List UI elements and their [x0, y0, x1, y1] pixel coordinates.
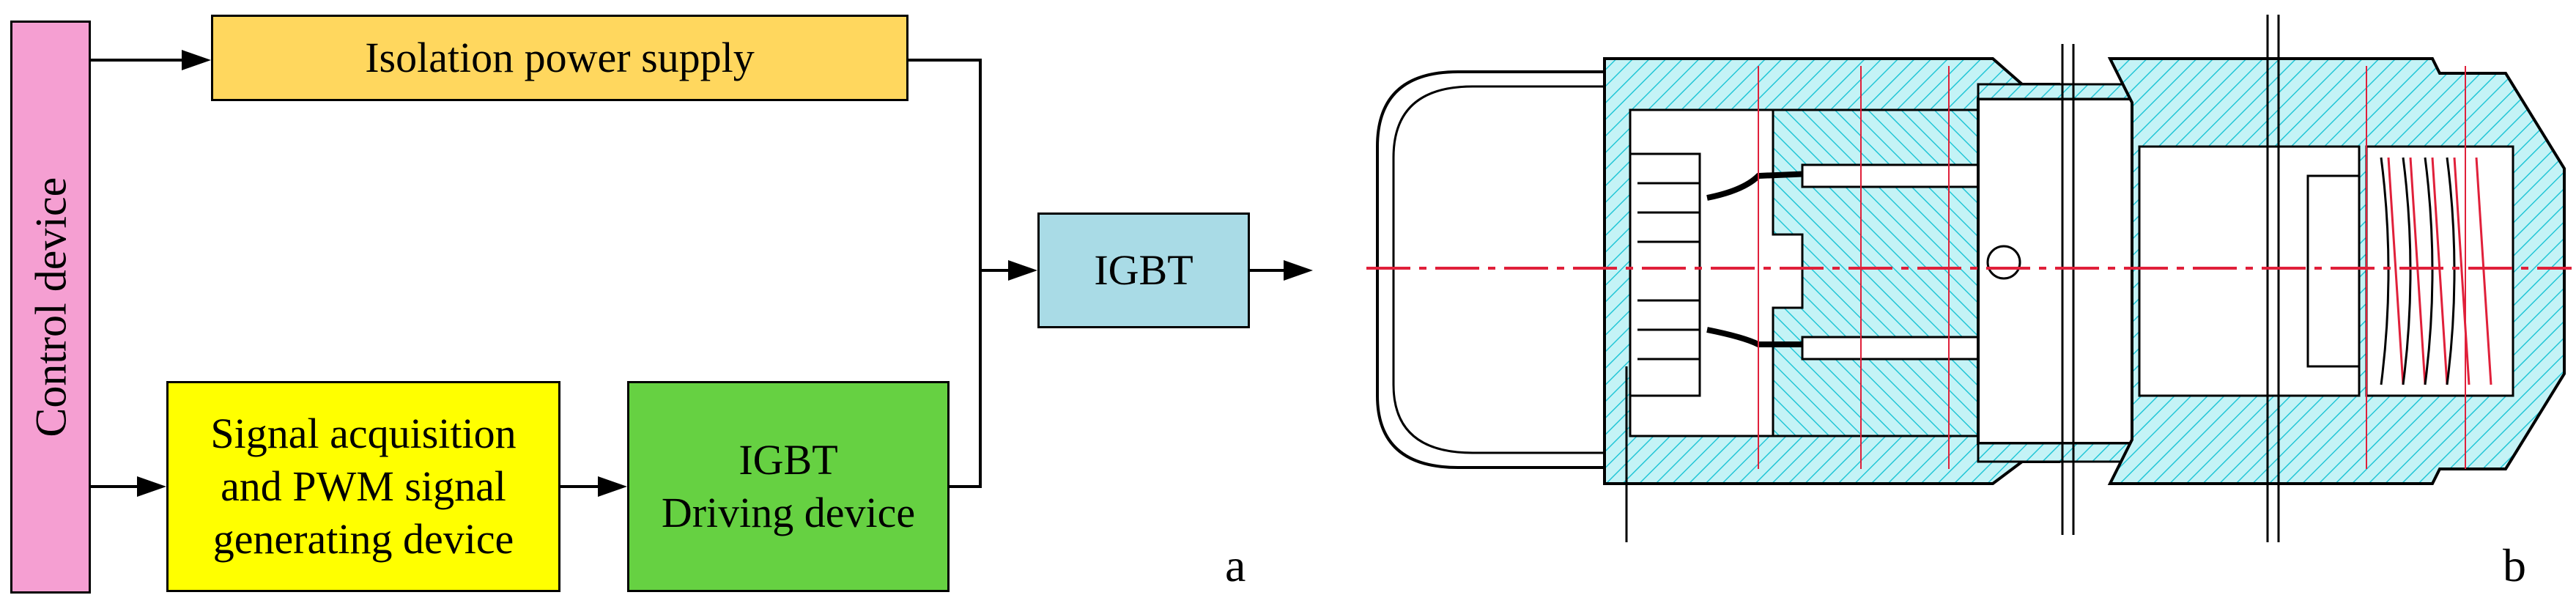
slot-detail	[2306, 174, 2361, 368]
arrowhead-driving	[598, 476, 627, 497]
arrowhead-isolation	[182, 50, 211, 70]
inner-pin-upper	[1801, 163, 1994, 188]
isolation-power-supply-label: Isolation power supply	[365, 34, 755, 82]
line-driving-to-bus	[950, 270, 982, 488]
igbt-driving-box: IGBT Driving device	[627, 381, 950, 592]
igbt-driving-label: IGBT Driving device	[661, 436, 916, 536]
signal-acquisition-box: Signal acquisition and PWM signal genera…	[166, 381, 560, 592]
line-isolation-to-bus	[908, 59, 982, 270]
panel-label-a: a	[1225, 539, 1246, 591]
signal-acquisition-label: Signal acquisition and PWM signal genera…	[210, 410, 517, 563]
connector-pin-lines	[1637, 182, 1700, 361]
insert-block	[1772, 108, 1980, 437]
inner-pin-lower	[1801, 336, 1994, 361]
section-break-lines	[1625, 15, 2280, 542]
control-device-box: Control device	[10, 21, 91, 594]
isolation-power-supply-box: Isolation power supply	[211, 15, 908, 101]
end-cap-inner	[1392, 85, 1605, 454]
connector-pins	[1629, 152, 1701, 397]
panel-label-b: b	[2503, 539, 2526, 591]
tube-fastener	[1986, 245, 2021, 280]
arrowhead-igbt	[1008, 260, 1037, 281]
spring-coils	[2387, 157, 2492, 385]
igbt-box: IGBT	[1037, 213, 1250, 328]
igbt-label: IGBT	[1094, 246, 1193, 295]
arrowhead-signal	[137, 476, 166, 497]
arrowhead-output	[1284, 260, 1313, 281]
axis-ticks	[1758, 66, 2466, 469]
spring-outline	[2380, 157, 2456, 385]
end-cap-outline	[1376, 70, 1605, 469]
